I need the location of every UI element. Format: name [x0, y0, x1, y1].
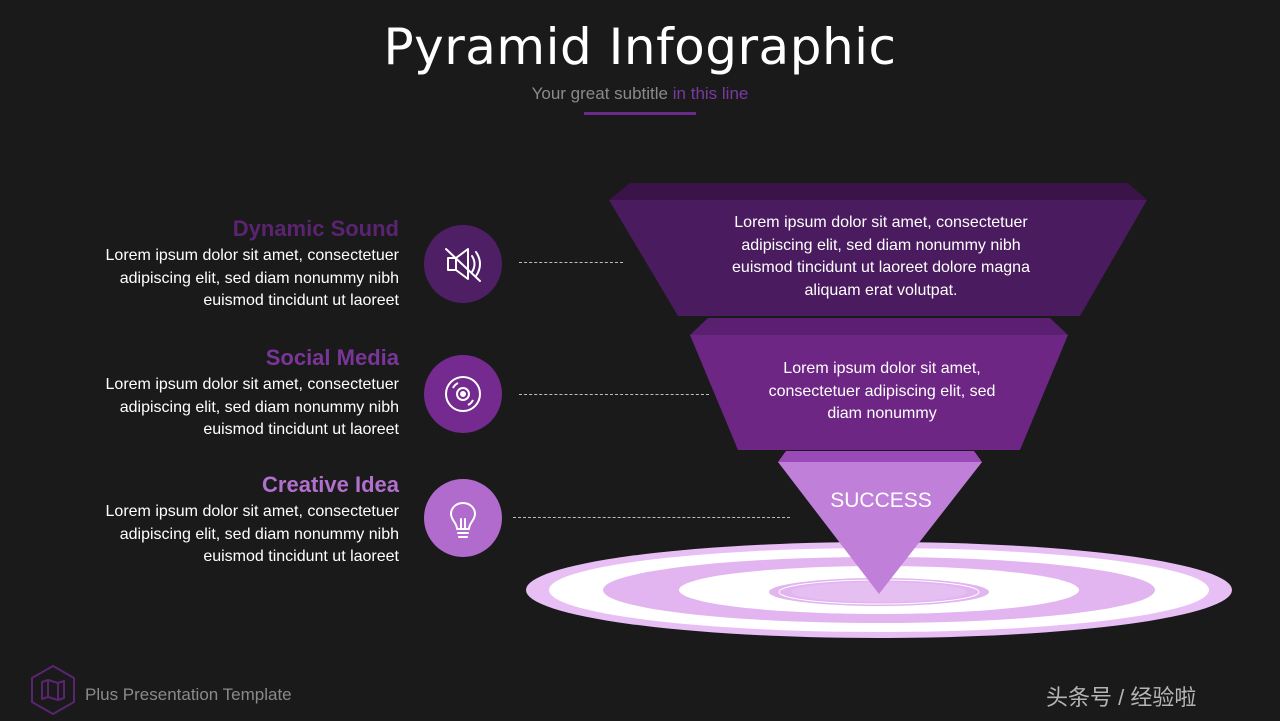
tier-2-text: Lorem ipsum dolor sit amet, consectetuer…: [768, 360, 996, 422]
item-2-body: Lorem ipsum dolor sit amet, consectetuer…: [105, 376, 399, 438]
disc-icon: [424, 355, 502, 433]
tier-3-label: SUCCESS: [830, 489, 932, 512]
item-2-heading: Social Media: [265, 345, 399, 370]
connector-1: [519, 262, 623, 263]
item-1-body: Lorem ipsum dolor sit amet, consectetuer…: [105, 247, 399, 309]
funnel-tier-2: [690, 318, 1068, 450]
tier-1-text: Lorem ipsum dolor sit amet, consectetuer…: [732, 214, 1030, 299]
watermark: 头条号 / 经验啦: [1046, 685, 1197, 710]
item-3-heading: Creative Idea: [262, 472, 399, 497]
map-icon: [28, 664, 78, 721]
footer-text: Plus Presentation Template: [85, 685, 292, 704]
connector-2: [519, 394, 709, 395]
item-1-heading: Dynamic Sound: [232, 216, 399, 241]
page-subtitle: Your great subtitle in this line: [0, 84, 1280, 104]
lightbulb-icon: [424, 479, 502, 557]
subtitle-accent: in this line: [672, 84, 749, 103]
item-3-body: Lorem ipsum dolor sit amet, consectetuer…: [105, 503, 399, 565]
connector-3: [513, 517, 790, 518]
funnel-tier-3: [778, 451, 982, 594]
funnel-tier-1: [609, 183, 1147, 316]
title-underline: [584, 112, 696, 115]
page-title: Pyramid Infographic: [383, 18, 897, 76]
speaker-icon: [424, 225, 502, 303]
subtitle-plain: Your great subtitle: [531, 84, 669, 103]
